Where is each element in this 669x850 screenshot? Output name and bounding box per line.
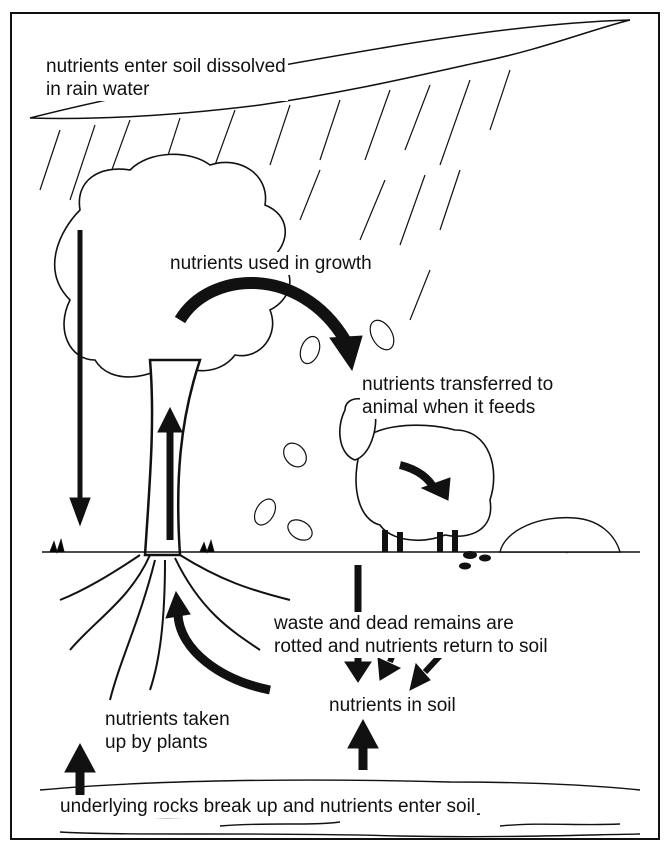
grass-tufts bbox=[50, 540, 571, 552]
sheep-body bbox=[356, 425, 494, 540]
label-nutrients-used-in-growth: nutrients used in growth bbox=[168, 252, 374, 275]
label-taken-up-by-plants: nutrients taken up by plants bbox=[103, 708, 232, 754]
rain-arrow-head bbox=[70, 498, 90, 525]
label-nutrients-in-soil: nutrients in soil bbox=[327, 694, 458, 717]
dung bbox=[459, 551, 491, 570]
label-rain-water: nutrients enter soil dissolved in rain w… bbox=[44, 55, 288, 101]
dead-remains bbox=[500, 518, 620, 552]
growth-arrow-head bbox=[330, 336, 362, 370]
label-waste-rotted: waste and dead remains are rotted and nu… bbox=[272, 612, 550, 658]
tree-roots bbox=[60, 555, 290, 700]
label-transferred-to-animal: nutrients transferred to animal when it … bbox=[360, 373, 555, 419]
label-underlying-rocks: underlying rocks break up and nutrients … bbox=[58, 795, 477, 818]
